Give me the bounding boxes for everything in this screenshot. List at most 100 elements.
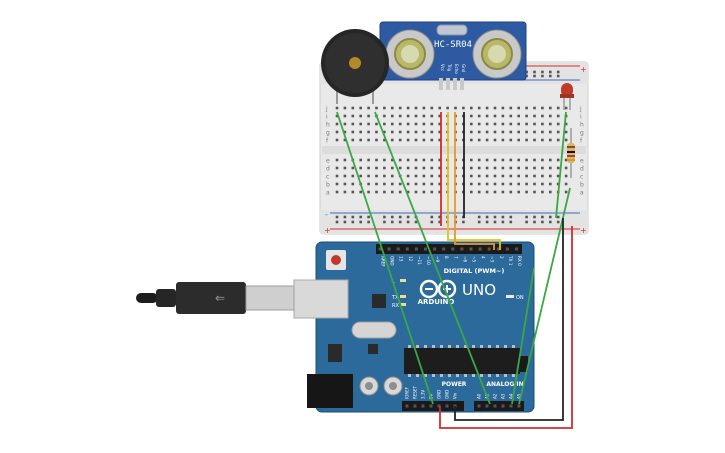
breadboard-hole[interactable] — [391, 122, 394, 126]
rail-hole[interactable] — [533, 220, 536, 224]
breadboard-hole[interactable] — [438, 114, 441, 118]
breadboard-hole[interactable] — [564, 182, 568, 186]
breadboard-hole[interactable] — [525, 130, 528, 134]
breadboard-hole[interactable] — [438, 158, 441, 162]
breadboard-hole[interactable] — [422, 130, 426, 134]
breadboard-hole[interactable] — [485, 158, 489, 162]
breadboard-hole[interactable] — [541, 122, 544, 126]
analog-pin-socket[interactable] — [485, 404, 489, 408]
breadboard-hole[interactable] — [470, 158, 473, 162]
breadboard-hole[interactable] — [375, 174, 378, 178]
breadboard-hole[interactable] — [335, 122, 339, 126]
breadboard-hole[interactable] — [470, 114, 473, 118]
breadboard-hole[interactable] — [501, 106, 505, 110]
breadboard-hole[interactable] — [541, 190, 544, 194]
breadboard-hole[interactable] — [375, 166, 378, 170]
rail-hole[interactable] — [462, 220, 465, 224]
rail-hole[interactable] — [509, 215, 513, 219]
rail-hole[interactable] — [414, 220, 418, 224]
breadboard-hole[interactable] — [406, 130, 410, 134]
breadboard-hole[interactable] — [359, 174, 362, 178]
rail-hole[interactable] — [335, 220, 339, 224]
breadboard-hole[interactable] — [398, 130, 402, 134]
breadboard-hole[interactable] — [541, 158, 544, 162]
reset-button-cap[interactable] — [331, 255, 341, 265]
breadboard-hole[interactable] — [556, 130, 560, 134]
breadboard-hole[interactable] — [525, 114, 528, 118]
breadboard-hole[interactable] — [485, 166, 489, 170]
rail-hole[interactable] — [406, 220, 410, 224]
rail-hole[interactable] — [359, 215, 362, 219]
breadboard-hole[interactable] — [398, 166, 402, 170]
breadboard-hole[interactable] — [438, 122, 441, 126]
breadboard-hole[interactable] — [493, 158, 497, 162]
breadboard-hole[interactable] — [398, 182, 402, 186]
breadboard-hole[interactable] — [556, 174, 560, 178]
rail-hole[interactable] — [477, 220, 481, 224]
rail-hole[interactable] — [485, 215, 489, 219]
breadboard-hole[interactable] — [493, 106, 497, 110]
power-pin-socket[interactable] — [413, 404, 417, 408]
breadboard-hole[interactable] — [430, 174, 434, 178]
breadboard-hole[interactable] — [367, 182, 370, 186]
breadboard-hole[interactable] — [477, 122, 481, 126]
rail-hole[interactable] — [398, 215, 402, 219]
breadboard-hole[interactable] — [438, 106, 441, 110]
breadboard-hole[interactable] — [383, 122, 386, 126]
digital-pin-socket[interactable] — [487, 247, 491, 251]
breadboard-hole[interactable] — [493, 190, 497, 194]
rail-hole[interactable] — [556, 220, 560, 224]
rail-hole[interactable] — [549, 70, 552, 74]
breadboard-hole[interactable] — [414, 190, 418, 194]
breadboard-hole[interactable] — [406, 114, 410, 118]
breadboard-hole[interactable] — [359, 158, 362, 162]
breadboard-hole[interactable] — [414, 114, 418, 118]
rail-hole[interactable] — [501, 215, 505, 219]
digital-pin-socket[interactable] — [496, 247, 500, 251]
breadboard-hole[interactable] — [406, 174, 410, 178]
breadboard-hole[interactable] — [351, 138, 355, 142]
breadboard-hole[interactable] — [541, 166, 544, 170]
breadboard-hole[interactable] — [541, 174, 544, 178]
power-pin-socket[interactable] — [437, 404, 441, 408]
rail-hole[interactable] — [556, 70, 560, 74]
rail-hole[interactable] — [485, 220, 489, 224]
breadboard-hole[interactable] — [391, 106, 394, 110]
breadboard-hole[interactable] — [398, 122, 402, 126]
breadboard-hole[interactable] — [335, 182, 339, 186]
breadboard-hole[interactable] — [343, 174, 347, 178]
wires[interactable] — [336, 111, 573, 429]
breadboard-hole[interactable] — [509, 130, 513, 134]
breadboard-hole[interactable] — [549, 122, 552, 126]
breadboard-hole[interactable] — [351, 130, 355, 134]
breadboard-hole[interactable] — [549, 190, 552, 194]
digital-pin-socket[interactable] — [405, 247, 409, 251]
breadboard-hole[interactable] — [335, 174, 339, 178]
rail-hole[interactable] — [477, 215, 481, 219]
power-pin-socket[interactable] — [429, 404, 433, 408]
breadboard-hole[interactable] — [477, 158, 481, 162]
breadboard-hole[interactable] — [556, 166, 560, 170]
breadboard-hole[interactable] — [335, 166, 339, 170]
digital-pin-socket[interactable] — [396, 247, 400, 251]
breadboard-hole[interactable] — [375, 190, 378, 194]
usb-b-port[interactable] — [293, 279, 349, 319]
breadboard-hole[interactable] — [406, 158, 410, 162]
breadboard-hole[interactable] — [343, 182, 347, 186]
breadboard-hole[interactable] — [485, 190, 489, 194]
breadboard-hole[interactable] — [391, 114, 394, 118]
breadboard-hole[interactable] — [335, 114, 339, 118]
breadboard-hole[interactable] — [564, 130, 568, 134]
breadboard-hole[interactable] — [414, 130, 418, 134]
breadboard-hole[interactable] — [509, 138, 513, 142]
breadboard-hole[interactable] — [430, 106, 434, 110]
digital-pin-socket[interactable] — [442, 247, 446, 251]
breadboard-hole[interactable] — [477, 106, 481, 110]
breadboard-hole[interactable] — [398, 158, 402, 162]
breadboard-hole[interactable] — [430, 190, 434, 194]
breadboard-hole[interactable] — [501, 114, 505, 118]
breadboard-hole[interactable] — [501, 174, 505, 178]
rail-hole[interactable] — [533, 70, 536, 74]
breadboard-hole[interactable] — [477, 114, 481, 118]
digital-pin-socket[interactable] — [424, 247, 427, 251]
